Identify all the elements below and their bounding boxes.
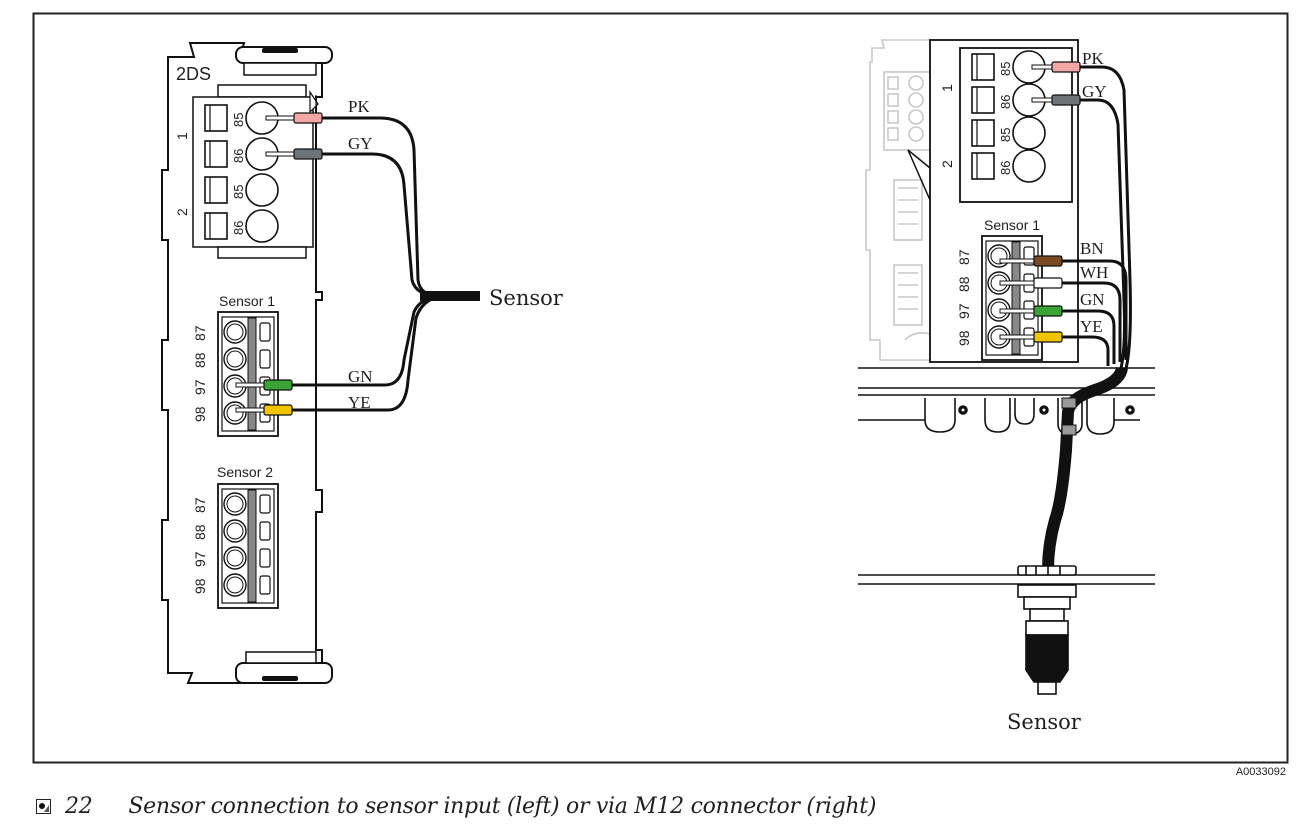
module-label: 2DS — [176, 64, 211, 84]
right-wires — [1042, 65, 1132, 571]
sensor1-label: Sensor 1 — [219, 293, 275, 309]
sensor2-terminal-block: 87 88 97 98 — [192, 483, 279, 609]
channel-label-1: 1 — [939, 84, 955, 92]
cable-label-sensor: Sensor — [489, 286, 564, 310]
left-wires — [290, 116, 480, 412]
sensor2-label: Sensor 2 — [217, 464, 273, 480]
bottom-clip — [235, 651, 333, 684]
channel-label-2: 2 — [939, 160, 955, 168]
relay-terminal-85: 85 — [204, 173, 279, 207]
cable-shield — [1061, 424, 1077, 436]
relay-terminal-85: 85 — [204, 101, 279, 135]
wire-label-pk: PK — [1082, 49, 1104, 68]
terminal-number: 86 — [998, 95, 1013, 109]
terminal-number: 97 — [192, 379, 208, 395]
wire-gy — [1080, 98, 1126, 373]
ferrule-gy — [265, 148, 323, 160]
sensor-cable — [420, 291, 480, 301]
terminal-number: 98 — [956, 330, 972, 346]
figure-caption: 22 Sensor connection to sensor input (le… — [36, 794, 876, 819]
m12-connector — [1017, 565, 1077, 695]
wire-gn — [1062, 309, 1116, 364]
ferrule-pk — [265, 112, 323, 124]
figure-number: 22 — [65, 794, 93, 819]
left-diagram: 2DS 85 86 85 86 1 2 Sensor 1 87 88 97 98 Senso… — [161, 42, 564, 684]
wiring-diagram: 2DS 85 86 85 86 1 2 Sensor 1 87 88 97 98 Senso… — [32, 12, 1289, 764]
ferrule-wh — [999, 277, 1063, 289]
relay-terminal-86: 86 — [204, 209, 279, 243]
terminal-number: 86 — [231, 149, 246, 163]
relay-terminal-85: 85 — [971, 50, 1046, 84]
terminal-number: 86 — [231, 221, 246, 235]
cable-clamps — [924, 398, 1135, 435]
terminal-number: 85 — [998, 128, 1013, 142]
callout-lines — [907, 149, 931, 201]
ghost-module — [865, 39, 931, 361]
terminal-number: 87 — [192, 325, 208, 341]
terminal-number: 85 — [231, 113, 246, 127]
figure-icon — [36, 799, 51, 814]
relay-terminal-86: 86 — [971, 149, 1046, 183]
wire-pk — [322, 116, 441, 298]
terminal-number: 87 — [956, 249, 972, 265]
ferrule-gn — [999, 305, 1063, 317]
ferrule-bn — [999, 255, 1063, 267]
terminal-number: 86 — [998, 161, 1013, 175]
figure-reference-code: A0033092 — [1235, 766, 1286, 778]
wire-label-ye: YE — [1080, 317, 1103, 336]
ferrule-gn — [235, 379, 293, 391]
wire-gy — [322, 152, 441, 298]
terminal-number: 88 — [956, 276, 972, 292]
wire-label-bn: BN — [1080, 239, 1104, 258]
enclosure-plate — [858, 574, 1155, 585]
ferrule-ye — [999, 331, 1063, 343]
sensor-cable-main — [1042, 366, 1128, 571]
ferrule-pk — [1031, 61, 1081, 73]
sensor1-terminal-block: 87 88 97 98 — [192, 311, 279, 437]
wire-label-wh: WH — [1080, 263, 1108, 282]
relay-terminal-86: 86 — [971, 83, 1046, 117]
channel-label-2: 2 — [174, 208, 190, 216]
terminal-number: 87 — [192, 497, 208, 513]
right-diagram: 85 86 85 86 1 2 Sensor 1 87 88 97 98 — [858, 39, 1155, 734]
terminal-number: 97 — [192, 551, 208, 567]
channel-label-1: 1 — [174, 132, 190, 140]
top-clip — [235, 46, 333, 76]
wire-label-gy: GY — [348, 134, 373, 153]
terminal-number: 85 — [231, 185, 246, 199]
wire-label-ye: YE — [348, 393, 371, 412]
wire-ye — [1062, 335, 1110, 366]
wire-label-gn: GN — [348, 367, 373, 386]
terminal-number: 98 — [192, 578, 208, 594]
wire-wh — [1062, 281, 1122, 362]
figure-frame — [32, 12, 1289, 764]
wire-label-gn: GN — [1080, 290, 1105, 309]
terminal-number: 88 — [192, 524, 208, 540]
terminal-number: 88 — [192, 352, 208, 368]
wire-pk — [1080, 65, 1132, 373]
cable-shield — [1061, 397, 1077, 409]
terminal-number: 98 — [192, 406, 208, 422]
figure-caption-text: Sensor connection to sensor input (left)… — [128, 794, 877, 819]
wire-label-pk: PK — [348, 97, 370, 116]
relay-terminal-85: 85 — [971, 116, 1046, 150]
wire-label-gy: GY — [1082, 82, 1107, 101]
wire-bn — [1062, 259, 1128, 360]
terminal-number: 97 — [956, 303, 972, 319]
sensor1-label: Sensor 1 — [984, 217, 1040, 233]
ferrule-gy — [1031, 94, 1081, 106]
cable-label-sensor: Sensor — [1007, 710, 1082, 734]
terminal-number: 85 — [998, 62, 1013, 76]
ferrule-ye — [235, 404, 293, 416]
relay-terminal-86: 86 — [204, 137, 279, 171]
